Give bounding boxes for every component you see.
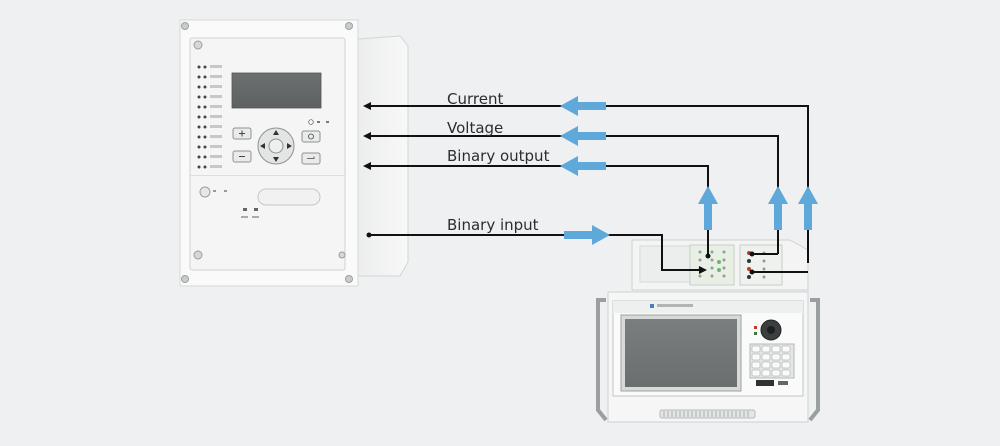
protection-relay	[179, 19, 409, 287]
current-up-arrow	[798, 186, 818, 230]
tester-keypad	[749, 343, 795, 379]
binary-output-arrowhead	[363, 162, 371, 170]
voltage-label: Voltage	[447, 119, 503, 137]
relay-test-set	[596, 239, 820, 423]
reset-button-icon	[199, 186, 211, 198]
binary-input-arrowhead	[699, 266, 707, 274]
current-flow-arrow	[560, 96, 606, 116]
right-handle	[808, 298, 820, 422]
voltage-arrowhead	[363, 132, 371, 140]
screw-icon	[345, 275, 353, 283]
voltage-flow-arrow	[560, 126, 606, 146]
binary-input-label: Binary input	[447, 216, 539, 234]
flow-arrows	[560, 96, 818, 245]
screw-icon	[181, 22, 189, 30]
screw-icon	[193, 250, 203, 260]
led-indicator-column	[197, 65, 222, 169]
binary-output-up-arrow	[698, 186, 718, 230]
voltage-up-arrow	[768, 186, 788, 230]
screw-icon	[181, 275, 189, 283]
escape-key	[301, 130, 321, 143]
relay-lcd-display	[231, 72, 322, 109]
binary-input-flow-arrow	[564, 225, 610, 245]
binary-output-flow-arrow	[560, 156, 606, 176]
binary-terminal-strip	[689, 244, 735, 286]
relay-keypad	[232, 119, 329, 165]
current-arrowhead	[363, 102, 371, 110]
screw-icon	[338, 251, 346, 259]
screw-icon	[345, 22, 353, 30]
left-handle	[596, 298, 608, 422]
current-label: Current	[447, 90, 503, 108]
analog-terminal-strip	[739, 244, 783, 286]
label-slot	[257, 188, 321, 206]
binary-input-wire	[370, 234, 700, 271]
current-wire	[368, 105, 809, 263]
wire-terminals	[363, 102, 755, 275]
tester-touchscreen	[625, 319, 737, 387]
screw-icon	[193, 40, 203, 50]
binary-output-label: Binary output	[447, 147, 550, 165]
